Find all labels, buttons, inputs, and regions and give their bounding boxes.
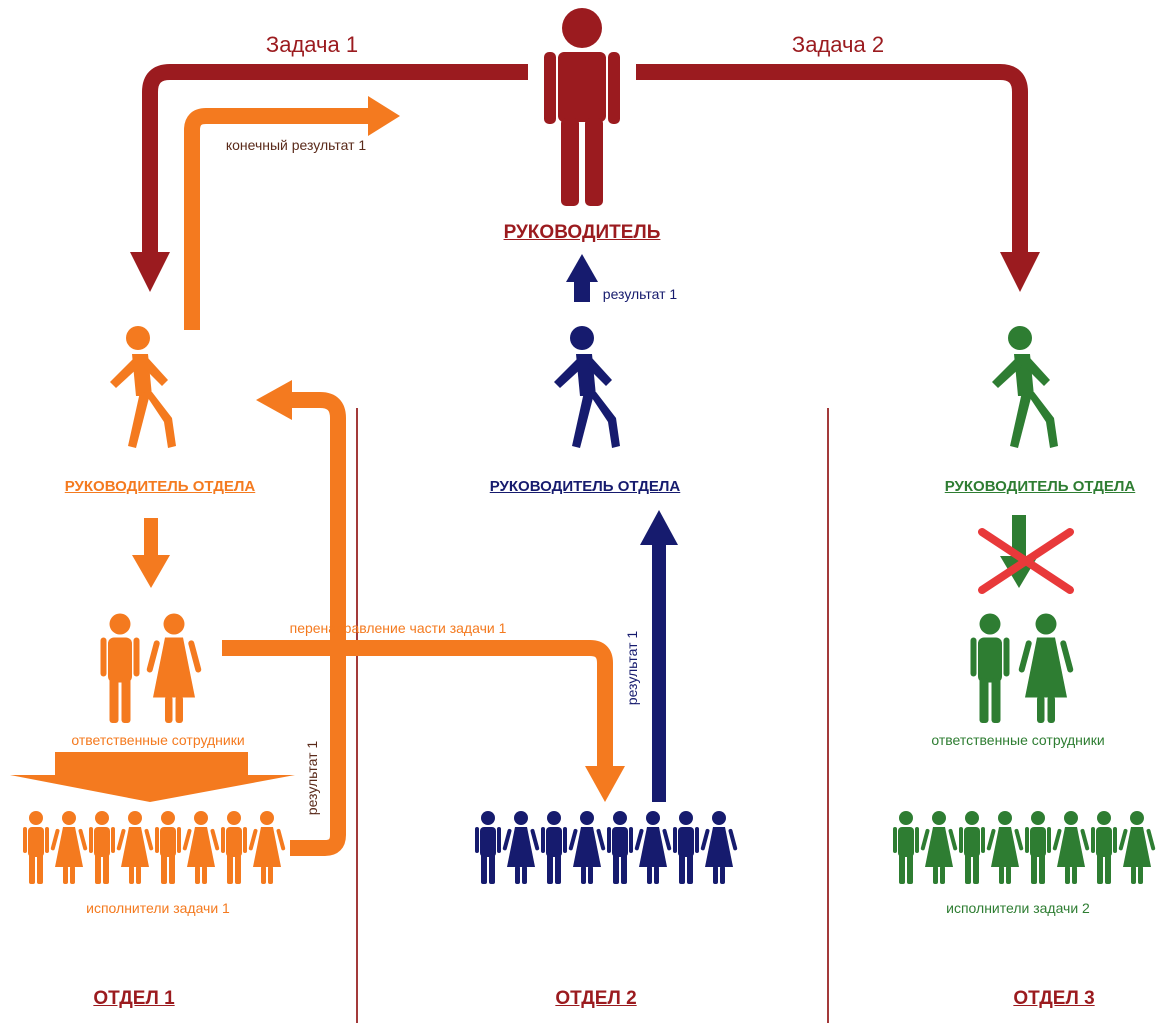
final-result-arrowhead — [368, 96, 400, 136]
task1-arrow-line — [142, 64, 528, 255]
dept2-up-arrow-line — [574, 280, 590, 302]
dept1-head-figure — [110, 326, 176, 448]
task1-label: Задача 1 — [265, 32, 359, 57]
dept3-workers — [893, 811, 1156, 884]
dept2-long-arrow-line — [652, 540, 666, 802]
workers-d2-person — [634, 811, 672, 884]
dept3-workers-label: исполнители задачи 2 — [946, 900, 1090, 916]
dept2-long-arrowhead — [640, 510, 678, 545]
task1-arrowhead — [130, 252, 170, 292]
workers-d3-person — [1025, 811, 1051, 884]
dept1-funnel-arrow — [10, 752, 295, 802]
dept1-staff-label: ответственные сотрудники — [71, 732, 245, 748]
workers-d3-person — [1052, 811, 1090, 884]
dept1-workers — [23, 811, 286, 884]
dept1-result-arrowhead — [256, 380, 292, 420]
workers-d2-person — [568, 811, 606, 884]
workers-d1-person — [248, 811, 286, 884]
dept2-up-arrowhead — [566, 254, 598, 282]
final-result-arrow-line — [184, 108, 372, 330]
dept2-workers — [475, 811, 738, 884]
workers-d1-person — [116, 811, 154, 884]
dept1-staff-figures — [100, 613, 202, 723]
task2-arrowhead — [1000, 252, 1040, 292]
workers-d2-person — [475, 811, 501, 884]
dept2-result-label: результат 1 — [602, 286, 678, 302]
workers-d2-person — [502, 811, 540, 884]
dept3-head-title: РУКОВОДИТЕЛЬ ОТДЕЛА — [944, 478, 1136, 495]
dept1-down-arrowhead — [132, 555, 170, 588]
workers-d1-person — [221, 811, 247, 884]
final-result-label: конечный результат 1 — [225, 137, 367, 153]
workers-d3-person — [893, 811, 919, 884]
workers-d1-person — [50, 811, 88, 884]
workers-d3-person — [1118, 811, 1156, 884]
redirect-label: перенаправление части задачи 1 — [289, 620, 507, 636]
dept3-down-arrow-line — [1012, 515, 1026, 560]
boss-title: РУКОВОДИТЕЛЬ — [503, 222, 661, 243]
dept3-head-figure — [992, 326, 1058, 448]
workers-d2-person — [607, 811, 633, 884]
cross-icon — [978, 528, 1074, 594]
workers-d1-person — [89, 811, 115, 884]
task2-label: Задача 2 — [791, 32, 885, 57]
workers-d3-person — [959, 811, 985, 884]
task2-arrow-line — [636, 64, 1028, 255]
workers-d2-person — [673, 811, 699, 884]
dept2-name: ОТДЕЛ 2 — [555, 988, 637, 1009]
dept3-name: ОТДЕЛ 3 — [1013, 988, 1095, 1009]
workers-d3-person — [920, 811, 958, 884]
dept2-result-vertical-label: результат 1 — [624, 630, 640, 706]
dept2-head-figure — [554, 326, 620, 448]
workers-d1-person — [23, 811, 49, 884]
dept3-staff-figures — [970, 613, 1074, 723]
dept2-head-title: РУКОВОДИТЕЛЬ ОТДЕЛА — [489, 478, 681, 495]
dept1-workers-label: исполнители задачи 1 — [86, 900, 230, 916]
dept3-staff-label: ответственные сотрудники — [931, 732, 1105, 748]
workers-d3-person — [1091, 811, 1117, 884]
workers-d1-person — [182, 811, 220, 884]
workers-d1-person — [155, 811, 181, 884]
workers-d3-person — [986, 811, 1024, 884]
dept1-result-label: результат 1 — [304, 740, 320, 816]
dept1-down-arrow-line — [144, 518, 158, 558]
dept1-name: ОТДЕЛ 1 — [93, 988, 175, 1009]
workers-d2-person — [700, 811, 738, 884]
redirect-arrowhead — [585, 766, 625, 802]
redirect-arrow-line — [222, 640, 613, 770]
boss-figure — [544, 8, 620, 206]
dept1-head-title: РУКОВОДИТЕЛЬ ОТДЕЛА — [64, 478, 256, 495]
workers-d2-person — [541, 811, 567, 884]
dept1-result-arrow-line — [288, 392, 346, 856]
